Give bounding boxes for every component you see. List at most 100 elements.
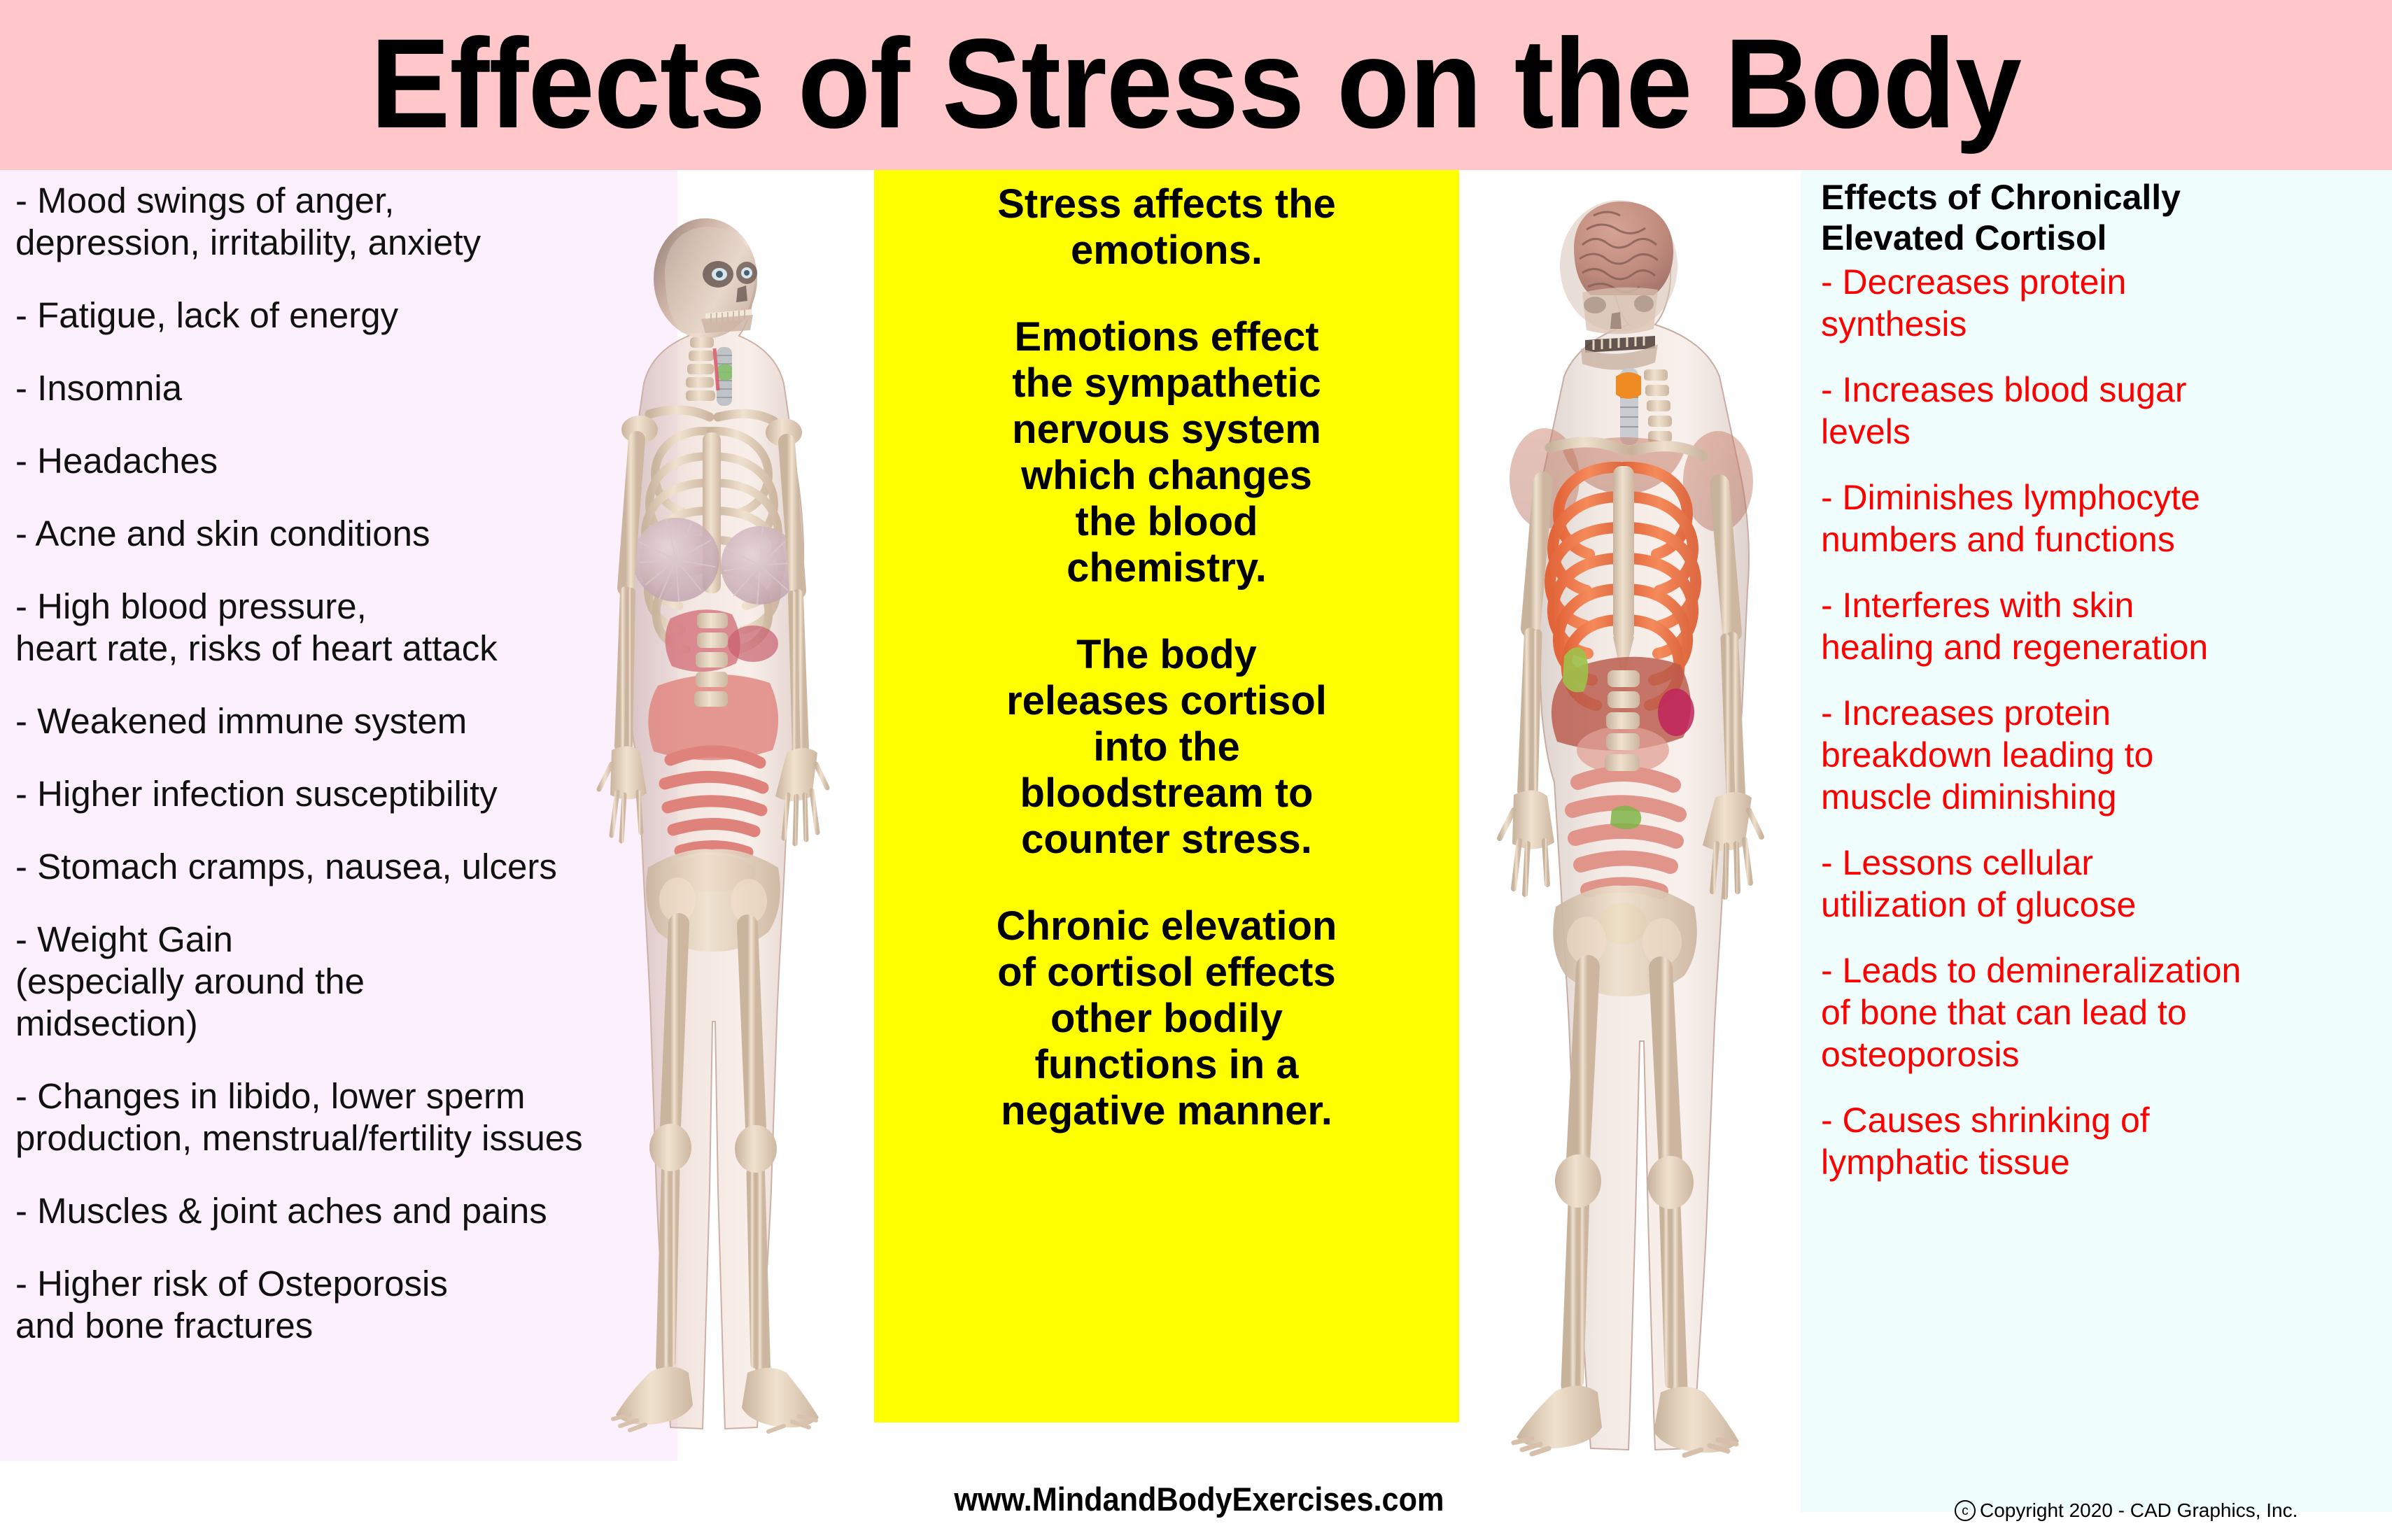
female-foot-right — [742, 1368, 819, 1434]
male-foot-left — [1511, 1385, 1602, 1457]
female-anatomy-illustration — [553, 196, 882, 1448]
paragraph: Emotions effect the sympathetic nervous … — [1012, 314, 1321, 591]
list-item: - Decreases protein synthesis — [1821, 262, 2127, 344]
right-cortisol-panel: Effects of Chronically Elevated Cortisol… — [1801, 170, 2392, 1512]
list-item: - Interferes with skin healing and regen… — [1821, 586, 2209, 667]
male-humerus-left — [1521, 472, 1553, 638]
male-thyroid — [1616, 372, 1641, 399]
cortisol-heading: Effects of Chronically Elevated Cortisol — [1821, 178, 2181, 257]
page-title: Effects of Stress on the Body — [370, 11, 2022, 155]
list-item: - Muscles & joint aches and pains — [15, 1191, 547, 1231]
male-lumbar-spine — [1605, 670, 1640, 771]
female-foot-left — [611, 1366, 693, 1432]
list-item: - Acne and skin conditions — [15, 514, 430, 553]
paragraph: Stress affects the emotions. — [997, 181, 1336, 273]
page-header: Effects of Stress on the Body — [0, 0, 2392, 170]
copyright-text: Copyright 2020 - CAD Graphics, Inc. — [1980, 1499, 2298, 1521]
male-intestines — [1565, 766, 1687, 899]
list-item: - Mood swings of anger, depression, irri… — [15, 181, 481, 262]
female-intestines — [659, 745, 769, 859]
female-arm-bones — [614, 431, 809, 756]
male-gallbladder — [1563, 647, 1589, 693]
female-patella-right — [735, 1125, 777, 1173]
male-fibula-left — [1575, 1201, 1589, 1387]
female-colon — [648, 674, 779, 761]
male-arm-bones — [1517, 472, 1745, 801]
female-hand-right — [775, 748, 830, 847]
paragraph: The body releases cortisol into the bloo… — [1006, 632, 1327, 862]
copyright-icon: c — [1955, 1500, 1976, 1521]
female-thyroid — [718, 364, 732, 381]
center-explanation-panel: Stress affects the emotions. Emotions ef… — [874, 170, 1459, 1422]
list-item: - High blood pressure, heart rate, risks… — [15, 586, 498, 668]
list-item: - Increases protein breakdown leading to… — [1821, 693, 2154, 817]
list-item: - Insomnia — [15, 368, 183, 408]
female-lumbar-spine — [694, 613, 728, 707]
female-fibula-left — [668, 1167, 680, 1367]
male-tibia-left — [1561, 1194, 1586, 1394]
female-radius-left — [614, 586, 631, 751]
female-tibia-right — [750, 1164, 771, 1375]
female-radius-right — [792, 589, 809, 754]
list-item: - Fatigue, lack of energy — [15, 295, 399, 335]
female-femur-right — [737, 914, 766, 1138]
male-femur-right — [1649, 956, 1682, 1173]
female-stomach — [728, 626, 778, 662]
male-patella-right — [1647, 1156, 1694, 1209]
female-hand-left — [596, 746, 647, 844]
male-clavicle-right — [1627, 441, 1708, 462]
male-humerus-right — [1710, 474, 1742, 642]
list-item: - Stomach cramps, nausea, ulcers — [15, 847, 557, 886]
list-item: - Weight Gain (especially around the mid… — [15, 919, 365, 1043]
male-brain-gyri — [1579, 211, 1659, 293]
male-anatomy-illustration — [1445, 181, 1809, 1468]
female-trachea — [712, 347, 732, 406]
male-pancreas — [1610, 805, 1642, 830]
male-ulna-left — [1528, 629, 1542, 798]
male-femur-left — [1566, 955, 1600, 1172]
male-brain — [1574, 202, 1673, 295]
female-ulna-left — [624, 588, 635, 753]
list-item: - Diminishes lymphocyte numbers and func… — [1821, 478, 2200, 559]
male-sternum — [1613, 466, 1634, 641]
list-item: - Higher infection susceptibility — [15, 774, 498, 814]
list-item: - Higher risk of Osteporosis and bone fr… — [15, 1264, 448, 1345]
male-ulna-right — [1720, 633, 1736, 801]
list-item: - Causes shrinking of lymphatic tissue — [1821, 1101, 2150, 1182]
list-item: - Changes in libido, lower sperm product… — [15, 1076, 583, 1158]
male-clavicle-left — [1545, 437, 1630, 456]
list-item: - Lessons cellular utilization of glucos… — [1821, 843, 2137, 924]
female-femur-left — [660, 913, 689, 1137]
male-foot-right — [1654, 1387, 1739, 1458]
female-mandible — [701, 315, 753, 333]
male-spleen — [1658, 688, 1694, 736]
female-humerus-left — [617, 431, 645, 596]
male-mandible — [1581, 344, 1658, 370]
female-fibula-right — [746, 1168, 759, 1369]
female-tibia-left — [656, 1162, 677, 1373]
stress-symptoms-list: - Mood swings of anger, depression, irri… — [15, 180, 673, 1378]
male-radius-right — [1726, 632, 1745, 800]
female-cervical-spine — [686, 337, 715, 401]
list-item: - Increases blood sugar levels — [1821, 370, 2187, 451]
list-item: - Weakened immune system — [15, 701, 467, 741]
male-leg-bones — [1561, 955, 1688, 1396]
male-hand-left — [1497, 790, 1554, 897]
cortisol-effects-list: - Decreases protein synthesis - Increase… — [1821, 261, 2388, 1207]
female-clavicle-right — [713, 409, 779, 426]
male-radius-left — [1517, 628, 1537, 797]
female-clavicle-left — [645, 405, 715, 422]
male-fibula-right — [1659, 1202, 1673, 1388]
paragraph: Chronic elevation of cortisol effects ot… — [996, 903, 1337, 1133]
female-leg-bones — [656, 913, 771, 1375]
male-eye-socket — [1584, 297, 1606, 313]
list-item: - Leads to demineralization of bone that… — [1821, 951, 2242, 1074]
female-breast-tissue — [633, 518, 799, 605]
male-patella-left — [1555, 1154, 1601, 1208]
female-ulna-right — [788, 591, 801, 756]
left-symptoms-panel: - Mood swings of anger, depression, irri… — [0, 170, 677, 1461]
center-text-block: Stress affects the emotions. Emotions ef… — [892, 181, 1441, 1175]
copyright-notice: c Copyright 2020 - CAD Graphics, Inc. — [1955, 1499, 2298, 1522]
male-tibia-right — [1663, 1196, 1688, 1396]
male-cervical-spine — [1644, 369, 1672, 442]
